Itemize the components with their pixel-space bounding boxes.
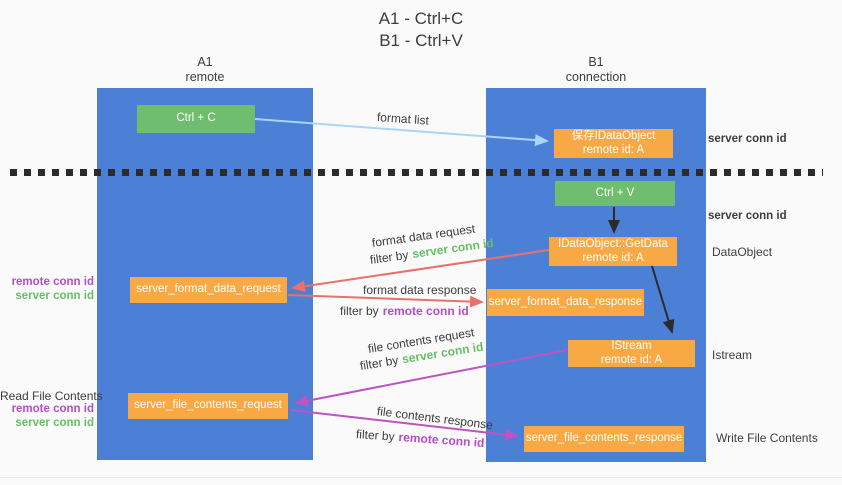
node-server-file-contents-response-label: server_file_contents_response [525, 432, 683, 445]
left-conn-ids-file: Read File Contents remote conn id server… [0, 389, 103, 430]
server-conn-id-label: server conn id [15, 416, 94, 429]
edge-label-format-list: format list [376, 110, 430, 128]
remote-conn-id-text: remote conn id [382, 304, 469, 318]
filter-by-text: filter by [369, 247, 410, 267]
node-server-file-contents-request: server_file_contents_request [128, 393, 288, 419]
bottom-edge-line [0, 477, 842, 478]
title-line-1: A1 - Ctrl+C [378, 9, 464, 28]
remote-conn-id-label: remote conn id [11, 403, 94, 415]
node-save-dataobject-line1: 保存IDataObject [571, 130, 656, 142]
node-server-format-data-response-label: server_format_data_response [488, 295, 643, 308]
title-line-2: B1 - Ctrl+V [379, 31, 463, 50]
node-ctrl-c: Ctrl + C [137, 105, 255, 133]
node-server-format-data-request-label: server_format_data_request [136, 283, 281, 296]
node-ctrl-v-label: Ctrl + V [595, 186, 635, 199]
istream-label: Istream [712, 348, 753, 362]
node-ctrl-v: Ctrl + V [555, 181, 675, 206]
node-save-dataobject: 保存IDataObject remote id: A [554, 129, 673, 158]
edge-label-format-data-response: format data response [363, 283, 477, 297]
remote-conn-id-text: remote conn id [398, 429, 485, 450]
left-conn-ids-format: remote conn id server conn id [0, 276, 94, 303]
node-server-format-data-response: server_format_data_response [487, 289, 644, 316]
dashed-separator [10, 169, 823, 176]
column-header-b1: B1 connection [486, 55, 706, 85]
right-server-conn-id-mid: server conn id [708, 210, 787, 222]
node-istream-line2: remote id: A [600, 353, 663, 366]
remote-conn-id-label: remote conn id [11, 276, 94, 288]
filter-by-text: filter by [355, 427, 396, 444]
node-istream-line1: IStream [611, 340, 652, 352]
node-server-file-contents-request-label: server_file_contents_request [134, 399, 282, 412]
node-server-file-contents-response: server_file_contents_response [524, 426, 684, 452]
write-file-contents-label: Write File Contents [716, 431, 818, 445]
node-save-dataobject-line2: remote id: A [582, 143, 645, 156]
dataobject-label: DataObject [712, 245, 773, 259]
read-file-contents-label: Read File Contents [0, 389, 103, 403]
column-b1-name: B1 [588, 55, 604, 69]
filter-by-text: filter by [340, 304, 379, 318]
server-conn-id-label: server conn id [15, 289, 94, 302]
column-b1-subtitle: connection [565, 70, 627, 84]
node-server-format-data-request: server_format_data_request [130, 277, 287, 303]
diagram-title: A1 - Ctrl+C B1 - Ctrl+V [0, 8, 842, 52]
column-a1-name: A1 [197, 55, 213, 69]
node-getdata-line2: remote id: A [582, 251, 644, 264]
edge-label-file-contents-response: file contents response [376, 404, 494, 433]
column-header-a1: A1 remote [97, 55, 313, 85]
column-a1-subtitle: remote [185, 70, 225, 84]
filter-by-text: filter by [358, 353, 400, 373]
node-istream: IStream remote id: A [568, 340, 695, 367]
node-getdata: IDataObject::GetData remote id: A [549, 237, 677, 266]
node-getdata-line1: IDataObject::GetData [558, 238, 668, 250]
right-server-conn-id-top: server conn id [708, 133, 787, 145]
node-ctrl-c-label: Ctrl + C [176, 112, 216, 125]
